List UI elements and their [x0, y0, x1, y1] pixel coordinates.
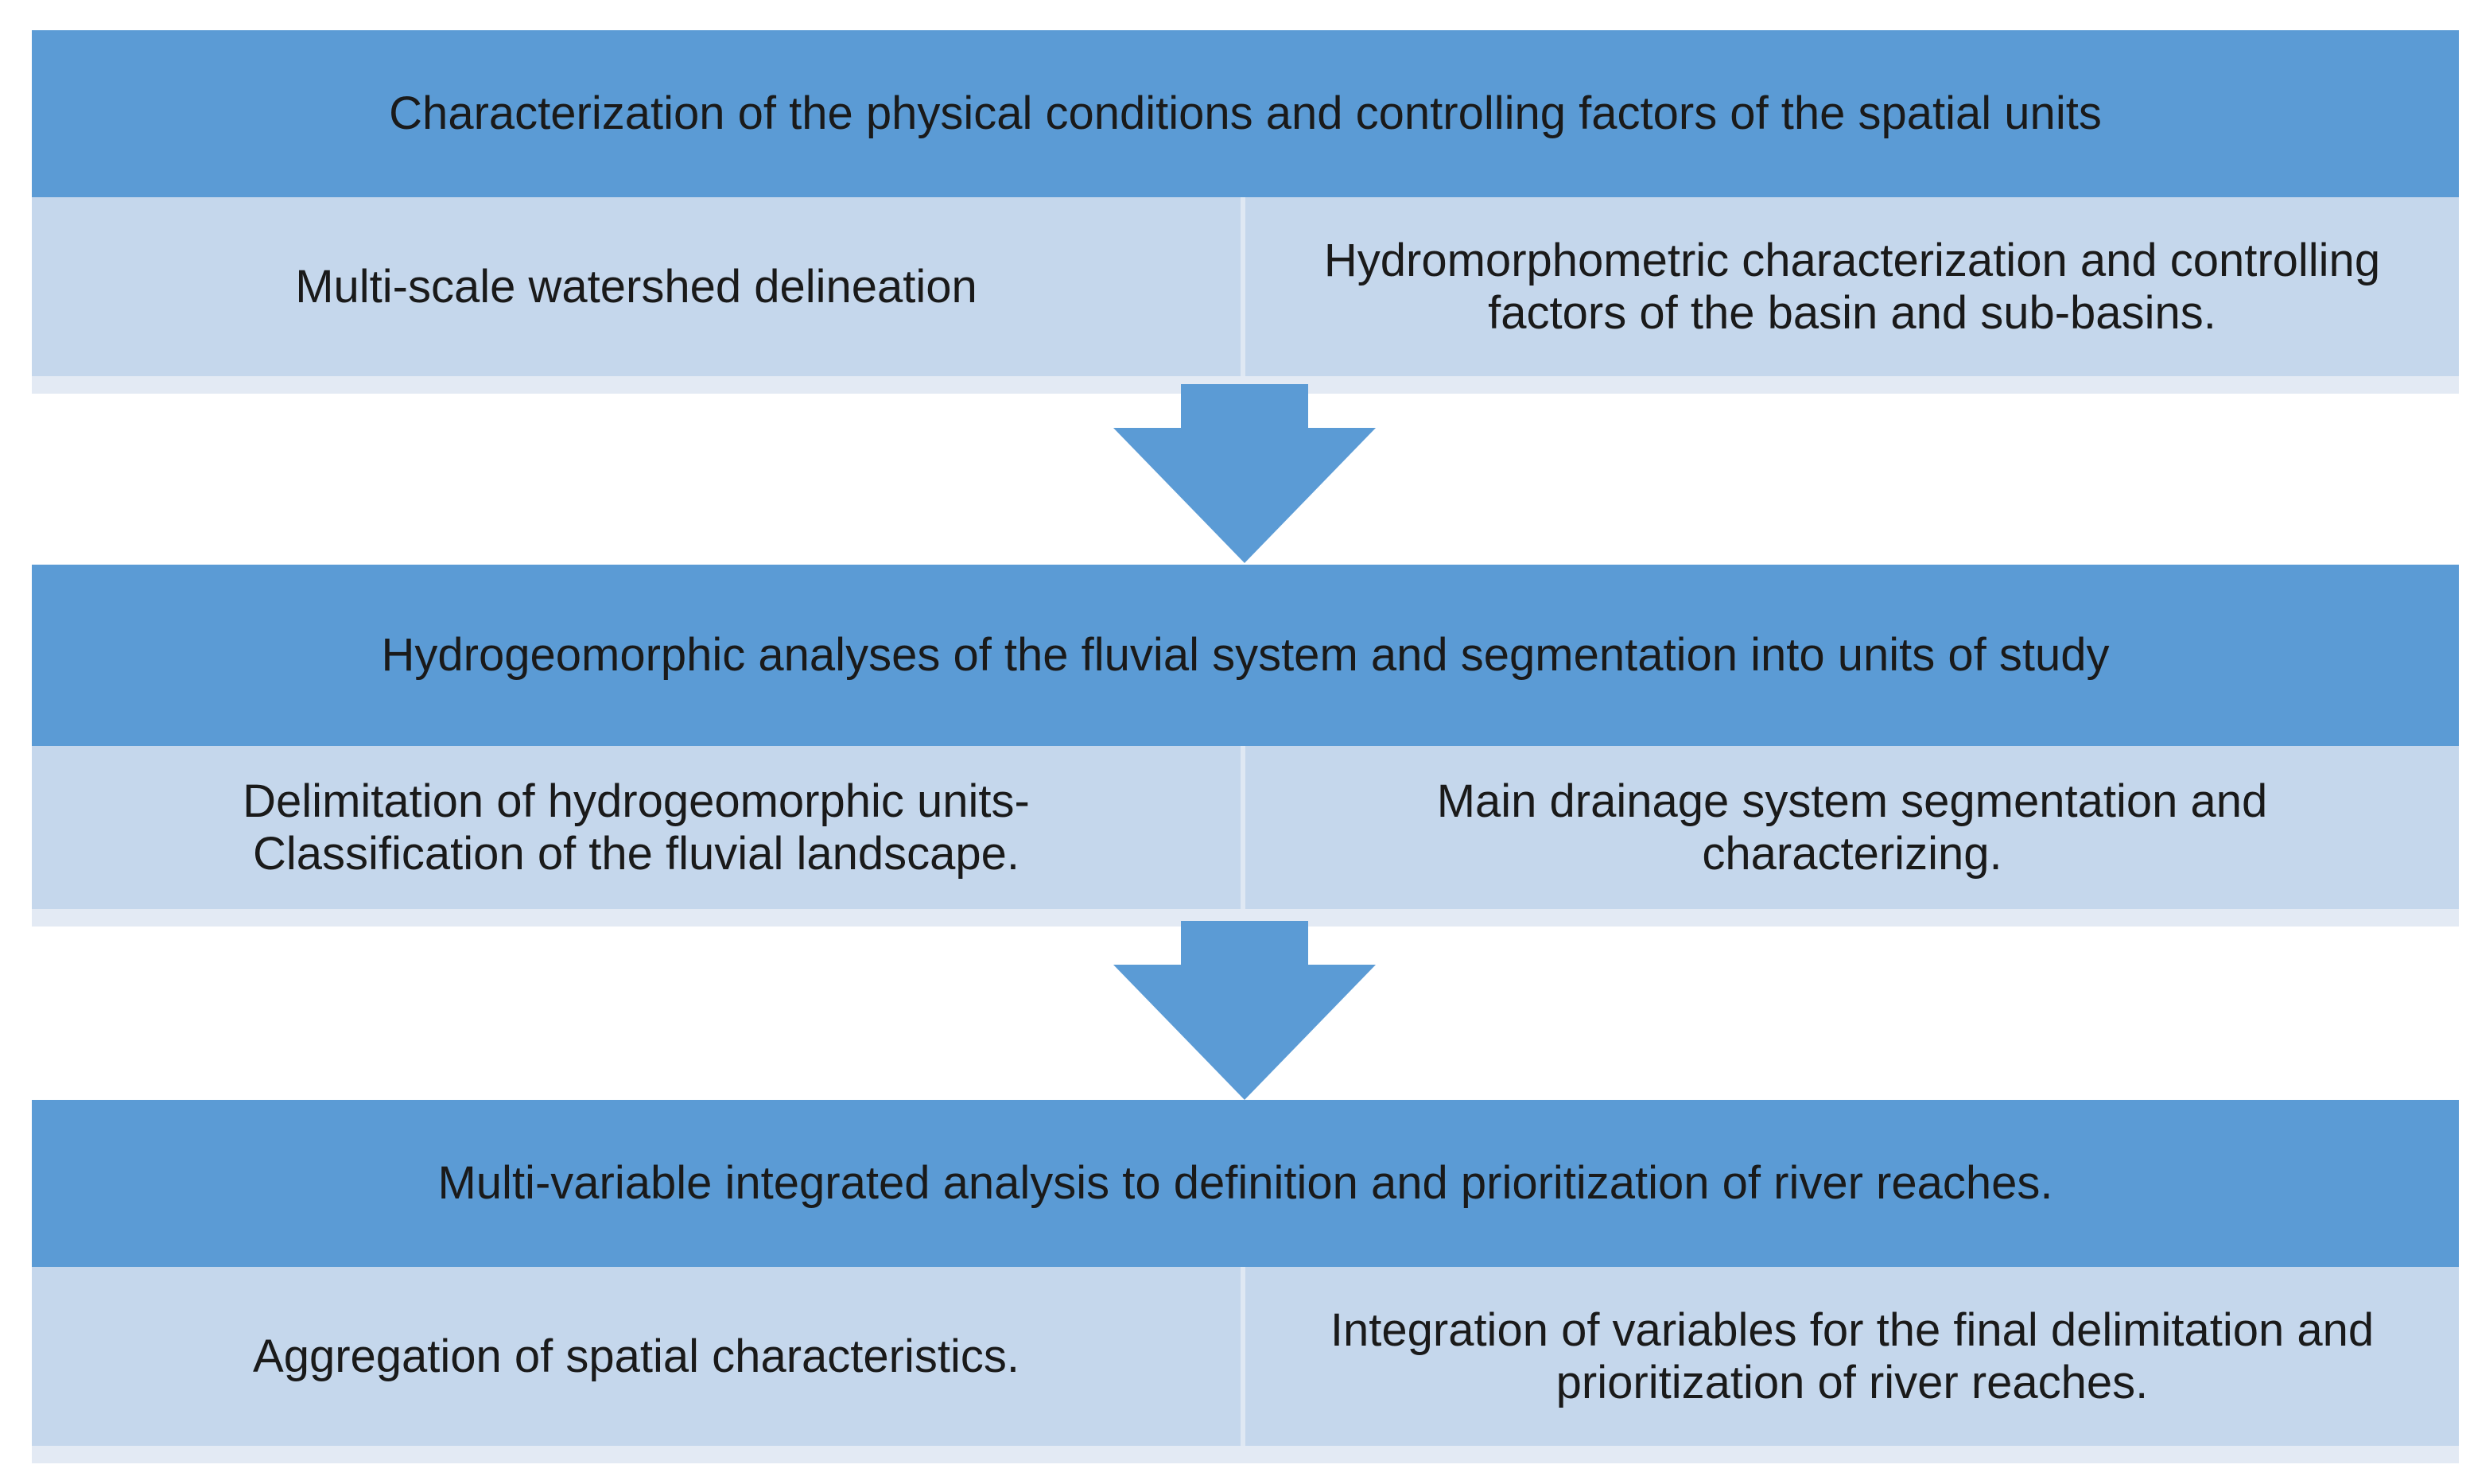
- stage-3-tasks: Aggregation of spatial characteristics. …: [32, 1267, 2459, 1463]
- stage-2-tasks: Delimitation of hydrogeomorphic units-Cl…: [32, 746, 2459, 927]
- stage-1-header: Characterization of the physical conditi…: [32, 30, 2459, 197]
- stage-2-task-left-label: Delimitation of hydrogeomorphic units-Cl…: [243, 775, 1030, 880]
- stage-3-underline: [32, 1446, 2459, 1463]
- stage-3-title: Multi-variable integrated analysis to de…: [437, 1156, 2053, 1209]
- stage-1-title: Characterization of the physical conditi…: [389, 87, 2102, 139]
- down-arrow-icon: [1113, 921, 1376, 1100]
- stage-1-task-left-label: Multi-scale watershed delineation: [295, 260, 977, 313]
- stage-2-task-right: Main drainage system segmentation and ch…: [1245, 746, 2459, 909]
- stage-3-task-right-label: Integration of variables for the final d…: [1330, 1303, 2375, 1408]
- stage-2-header: Hydrogeomorphic analyses of the fluvial …: [32, 565, 2459, 746]
- stage-3-task-right: Integration of variables for the final d…: [1245, 1267, 2459, 1446]
- stage-1-task-right: Hydromorphometric characterization and c…: [1245, 197, 2459, 376]
- stage-2-task-left: Delimitation of hydrogeomorphic units-Cl…: [32, 746, 1245, 909]
- stage-3-task-left-label: Aggregation of spatial characteristics.: [253, 1330, 1019, 1382]
- stage-1-tasks: Multi-scale watershed delineation Hydrom…: [32, 197, 2459, 394]
- stage-3-task-left: Aggregation of spatial characteristics.: [32, 1267, 1245, 1446]
- stage-2-title: Hydrogeomorphic analyses of the fluvial …: [381, 628, 2110, 681]
- down-arrow-icon: [1113, 384, 1376, 563]
- stage-1-task-left: Multi-scale watershed delineation: [32, 197, 1245, 376]
- stage-3-header: Multi-variable integrated analysis to de…: [32, 1100, 2459, 1267]
- stage-1-task-right-label: Hydromorphometric characterization and c…: [1323, 234, 2381, 339]
- stage-2-task-right-label: Main drainage system segmentation and ch…: [1436, 775, 2268, 880]
- stage-2-underline: [32, 909, 2459, 927]
